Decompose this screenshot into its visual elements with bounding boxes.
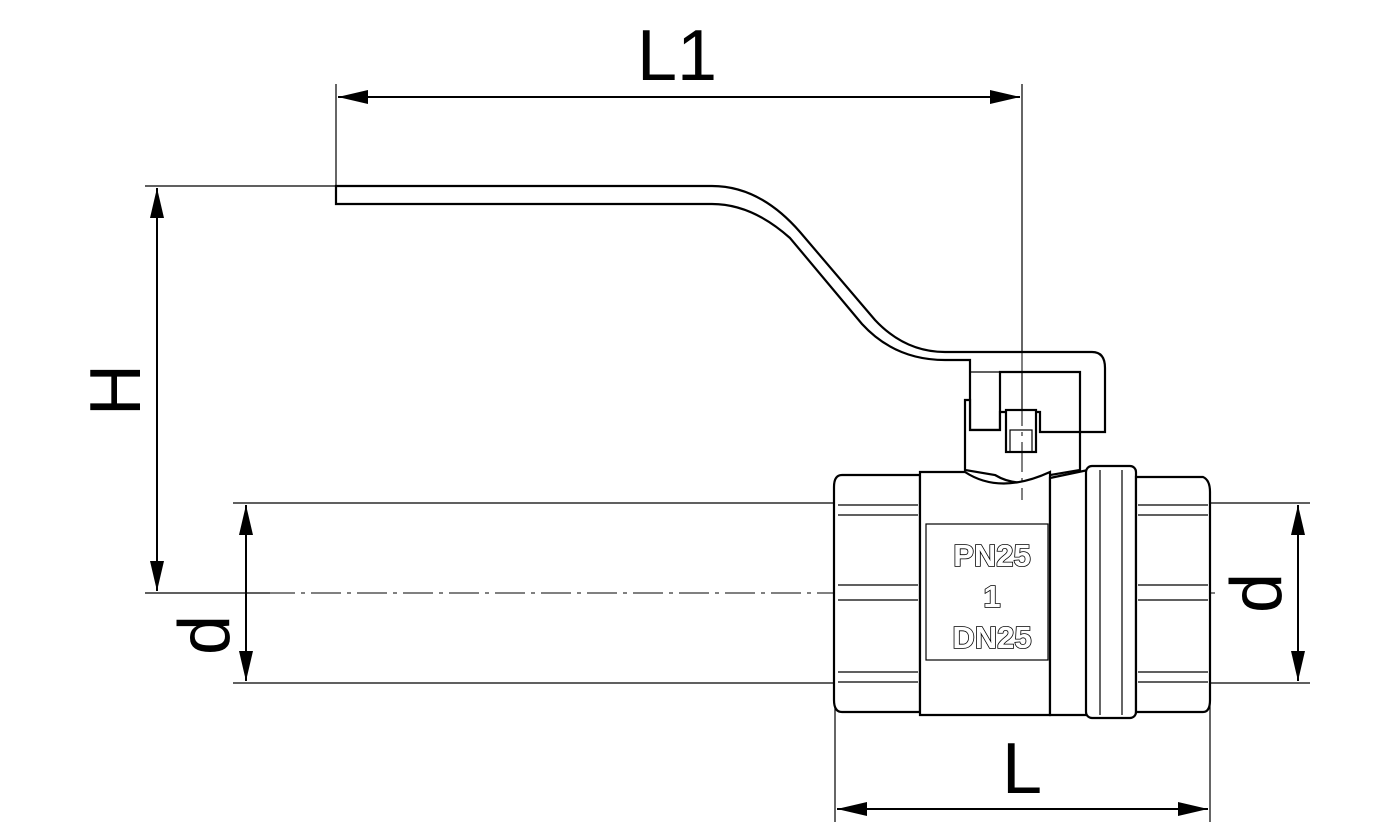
lever-handle [334, 184, 1107, 434]
marking-dn25: DN25 [952, 620, 1031, 655]
marking-size: 1 [983, 579, 1000, 614]
h-label: H [76, 364, 156, 416]
l1-label: L1 [637, 16, 717, 96]
valve-body [832, 464, 1212, 720]
l-label: L [1002, 729, 1042, 809]
valve-stem [963, 398, 1082, 484]
d-left-label: d [165, 615, 245, 655]
d-right-label: d [1217, 573, 1297, 613]
body-marking: PN25 1 DN25 [952, 537, 1033, 656]
marking-pn25: PN25 [953, 538, 1031, 573]
